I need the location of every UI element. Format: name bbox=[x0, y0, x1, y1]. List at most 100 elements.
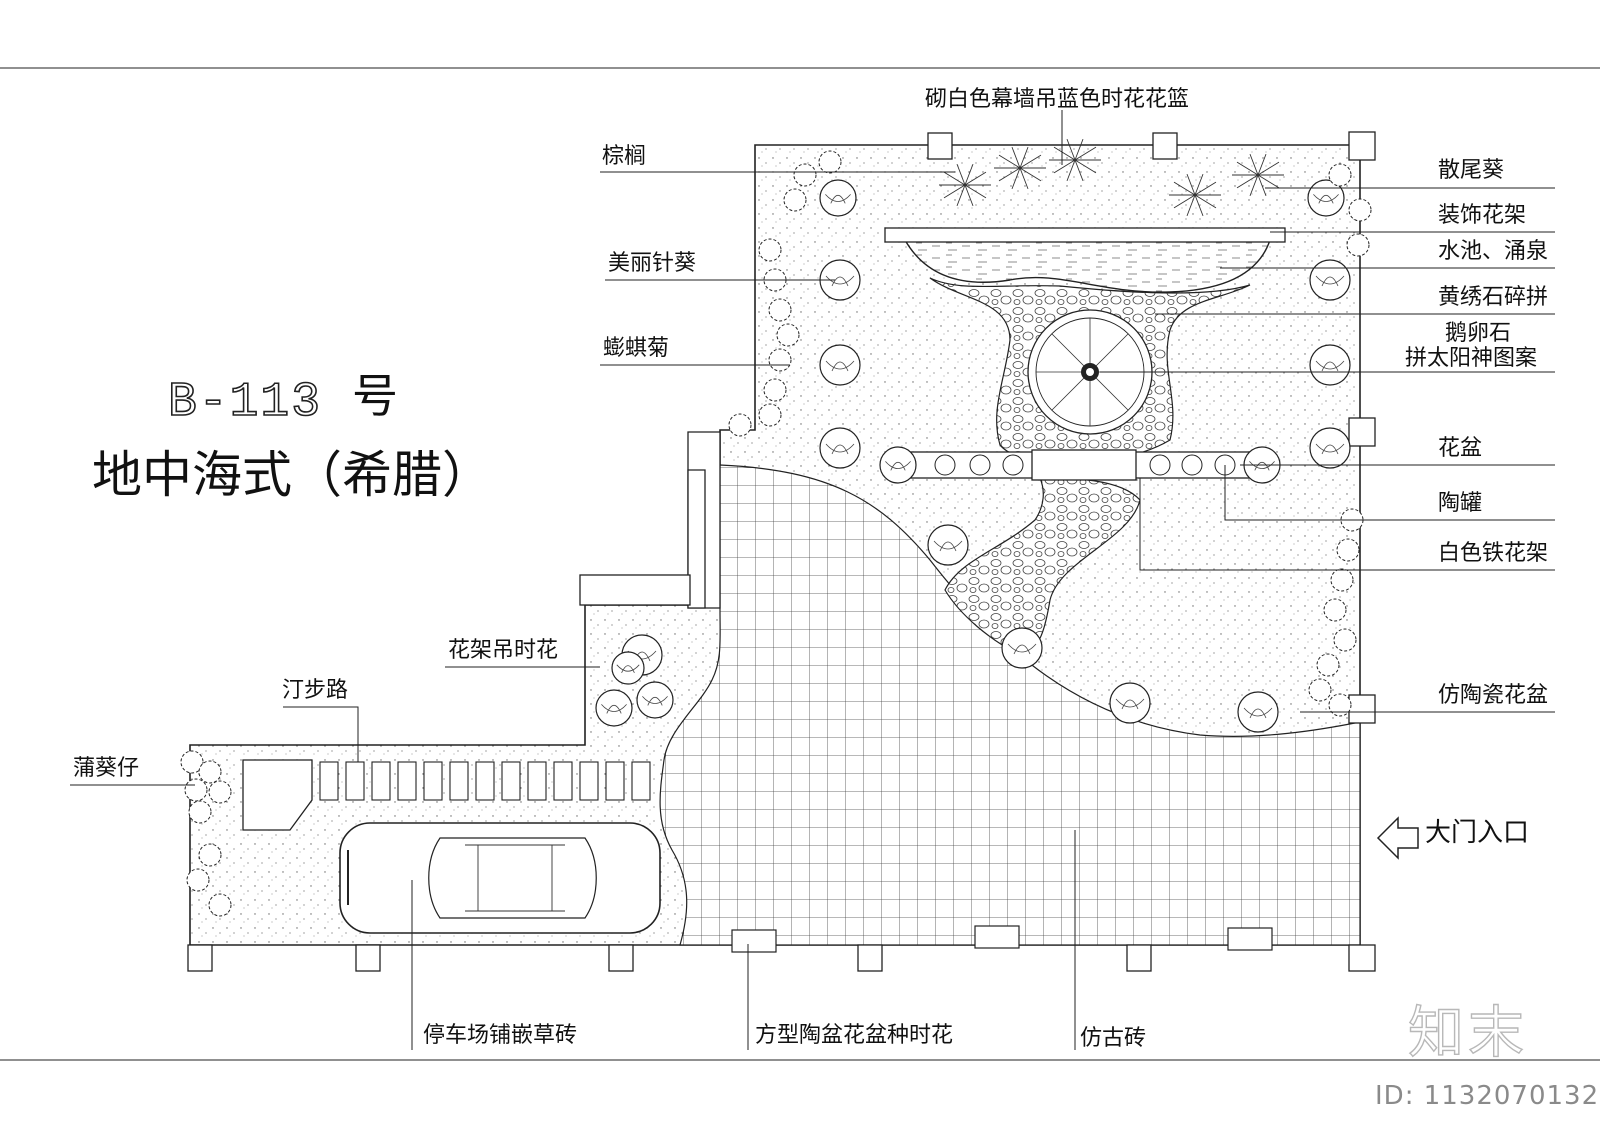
shrub-symbol bbox=[1348, 198, 1372, 222]
shrub-symbol bbox=[1328, 163, 1352, 187]
label-flower-pot: 花盆 bbox=[1438, 436, 1482, 461]
label-pukui: 蒲葵仔 bbox=[73, 756, 139, 781]
tree-symbol-detail bbox=[825, 194, 851, 204]
shrub-symbol bbox=[758, 403, 782, 427]
tree-symbol bbox=[1237, 691, 1279, 733]
tree-symbol bbox=[819, 179, 857, 217]
label-entrance: 大门入口 bbox=[1425, 818, 1529, 848]
tree-symbol bbox=[1001, 627, 1043, 669]
decorative-flower-rack bbox=[884, 227, 1286, 243]
watermark-id: ID: 1132070132 bbox=[1375, 1081, 1599, 1111]
tree-symbol-detail bbox=[825, 360, 855, 372]
car-icon bbox=[339, 822, 661, 934]
tree-symbol bbox=[1309, 427, 1351, 469]
flower-symbol bbox=[939, 163, 991, 207]
label-pebble-1: 鹅卵石 bbox=[1445, 321, 1511, 346]
tree-symbol-detail bbox=[825, 275, 855, 287]
shrub-symbol bbox=[776, 323, 800, 347]
shrub-symbol bbox=[783, 188, 807, 212]
shrub-symbol bbox=[818, 150, 842, 174]
label-square-pots: 方型陶盆花盆种时花 bbox=[755, 1023, 953, 1048]
label-yellow-stone: 黄绣石碎拼 bbox=[1438, 285, 1548, 310]
drawing-code: B-113 bbox=[168, 376, 322, 430]
label-wall-curtain: 砌白色幕墙吊蓝色时花花篮 bbox=[925, 87, 1189, 112]
shrub-symbol bbox=[1308, 678, 1332, 702]
shrub-symbol bbox=[1328, 693, 1352, 717]
shrub-symbol bbox=[1346, 233, 1370, 257]
shrub-symbol bbox=[728, 413, 752, 437]
shrub-symbol bbox=[186, 868, 210, 892]
shrub-symbol bbox=[188, 800, 212, 824]
tree-symbol-detail bbox=[1243, 707, 1273, 719]
label-parking: 停车场铺嵌草砖 bbox=[423, 1023, 577, 1048]
tree-symbol bbox=[819, 427, 861, 469]
tree-symbol-detail bbox=[616, 664, 640, 673]
shrub-symbol bbox=[208, 780, 232, 804]
label-ceramic-pot: 仿陶瓷花盆 bbox=[1438, 683, 1548, 708]
label-agave: 美丽针葵 bbox=[608, 251, 696, 276]
shrub-symbol bbox=[1330, 568, 1354, 592]
tree-symbol bbox=[1309, 259, 1351, 301]
tree-symbol bbox=[879, 446, 917, 484]
rack-center-block bbox=[1031, 449, 1137, 481]
label-palm: 棕榈 bbox=[602, 144, 646, 169]
tree-symbol-detail bbox=[642, 696, 668, 706]
square-pots bbox=[731, 925, 1273, 953]
tree-symbol bbox=[611, 651, 645, 685]
tree-symbol-detail bbox=[1315, 360, 1345, 372]
drawing-style-title: 地中海式（希腊） bbox=[92, 446, 492, 504]
tree-symbol-detail bbox=[1115, 698, 1145, 710]
entrance-arrow-icon bbox=[1376, 816, 1419, 860]
tree-symbol bbox=[927, 524, 969, 566]
label-hanging-flowers: 花架吊时花 bbox=[448, 638, 558, 663]
tree-symbol bbox=[636, 681, 674, 719]
tree-symbol bbox=[819, 344, 861, 386]
tree-symbol-detail bbox=[1007, 643, 1037, 655]
flower-symbol bbox=[994, 146, 1046, 190]
shrub-symbol bbox=[208, 893, 232, 917]
entry-slab bbox=[242, 759, 313, 831]
shrub-symbol bbox=[198, 843, 222, 867]
tree-symbol bbox=[1109, 682, 1151, 724]
label-fan-palm: 散尾葵 bbox=[1438, 158, 1504, 183]
flower-symbol bbox=[1169, 173, 1221, 217]
wall-pillars bbox=[187, 131, 1376, 972]
label-antique-tile: 仿古砖 bbox=[1080, 1026, 1146, 1051]
shrub-symbol bbox=[184, 778, 208, 802]
tree-symbol bbox=[1309, 344, 1351, 386]
tree-symbol-detail bbox=[825, 443, 855, 455]
shrub-symbol bbox=[1323, 598, 1347, 622]
tree-symbol-detail bbox=[933, 540, 963, 552]
plant-symbols bbox=[180, 138, 1372, 917]
watermark-logo: 知末 bbox=[1408, 1001, 1528, 1066]
tree-symbol bbox=[1307, 179, 1345, 217]
label-iron-rack: 白色铁花架 bbox=[1438, 541, 1548, 566]
shrub-symbol bbox=[763, 378, 787, 402]
drawing-code-suffix: 号 bbox=[352, 369, 398, 423]
shrub-symbol bbox=[768, 348, 792, 372]
tree-symbol-detail bbox=[1313, 194, 1339, 204]
tree-symbol-detail bbox=[885, 461, 911, 471]
tree-symbol-detail bbox=[1249, 461, 1275, 471]
shrub-symbol bbox=[198, 760, 222, 784]
tree-symbol-detail bbox=[601, 704, 627, 714]
label-pebble-2: 拼太阳神图案 bbox=[1405, 346, 1537, 371]
label-stepping-path: 汀步路 bbox=[282, 678, 348, 703]
shrub-symbol bbox=[768, 298, 792, 322]
leader-lines bbox=[70, 110, 1555, 1050]
shrub-symbol bbox=[758, 238, 782, 262]
shrub-symbol bbox=[1333, 628, 1357, 652]
stepping-stones bbox=[319, 761, 651, 801]
shrub-symbol bbox=[793, 163, 817, 187]
shrub-symbol bbox=[1336, 538, 1360, 562]
pool bbox=[903, 239, 1271, 293]
tree-symbol-detail bbox=[1315, 275, 1345, 287]
label-pool-fountain: 水池、涌泉 bbox=[1438, 239, 1548, 264]
shrub-symbol bbox=[1316, 653, 1340, 677]
planter-box-top bbox=[579, 574, 691, 606]
label-flower-rack: 装饰花架 bbox=[1438, 203, 1526, 228]
corridor-inner bbox=[687, 469, 706, 609]
shrub-symbol bbox=[180, 750, 204, 774]
label-wedelia: 蟛蜞菊 bbox=[603, 336, 669, 361]
